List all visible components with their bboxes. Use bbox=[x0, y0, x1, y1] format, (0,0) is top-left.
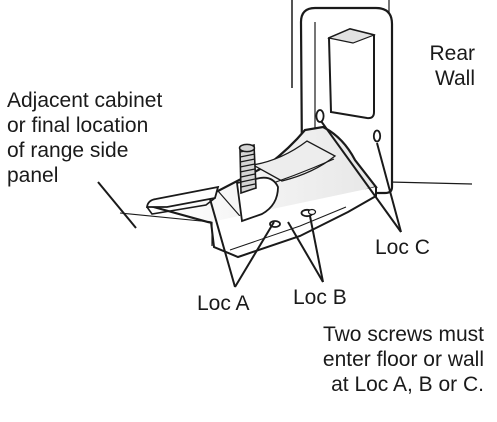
instruction-line-3: at Loc A, B or C. bbox=[331, 373, 484, 396]
leader-loc-a-right bbox=[234, 221, 275, 288]
screw-threads bbox=[239, 148, 256, 188]
adjacent-cabinet-line-4: panel bbox=[7, 164, 59, 187]
rear-wall-line-1: Rear bbox=[429, 42, 475, 65]
cabinet-side-panel bbox=[145, 185, 220, 208]
cabinet-panel-edge bbox=[119, 212, 212, 223]
instruction-line-1: Two screws must bbox=[322, 323, 484, 346]
raised-wall-tab-side bbox=[328, 37, 332, 113]
leader-loc-a-left bbox=[209, 198, 236, 288]
adjacent-cabinet-line-1: Adjacent cabinet bbox=[7, 89, 163, 112]
loc-c-label: Loc C bbox=[375, 236, 430, 259]
rear-wall-line-2: Wall bbox=[434, 67, 475, 90]
loc-a-label: Loc A bbox=[197, 292, 250, 315]
screw-top bbox=[238, 143, 256, 153]
installation-instruction: Two screws must enter floor or wall at L… bbox=[245, 322, 484, 397]
leader-loc-c-right bbox=[376, 142, 402, 233]
adjacent-cabinet-line-3: of range side bbox=[7, 139, 129, 162]
loc-c-hole-right bbox=[372, 129, 382, 143]
adjacent-cabinet-line-2: or final location bbox=[7, 114, 149, 137]
leader-adjacent-cabinet bbox=[97, 181, 137, 229]
raised-wall-tab bbox=[327, 27, 375, 120]
leader-loc-c-left bbox=[320, 120, 402, 233]
instruction-line-2: enter floor or wall bbox=[322, 348, 484, 371]
loc-b-hole-right bbox=[307, 208, 317, 216]
floor-line-right bbox=[388, 181, 473, 185]
adjacent-cabinet-label: Adjacent cabinet or final location of ra… bbox=[7, 88, 227, 188]
loc-b-label: Loc B bbox=[293, 286, 347, 309]
floor-plate-groove bbox=[251, 140, 337, 182]
loc-c-hole-left bbox=[315, 109, 325, 123]
leader-loc-b-left bbox=[287, 221, 324, 283]
floor-plate-lower-edge bbox=[229, 206, 347, 251]
rear-wall-label: Rear Wall bbox=[412, 41, 475, 91]
leader-loc-b-right bbox=[309, 215, 324, 283]
raised-wall-tab-face bbox=[327, 28, 376, 44]
